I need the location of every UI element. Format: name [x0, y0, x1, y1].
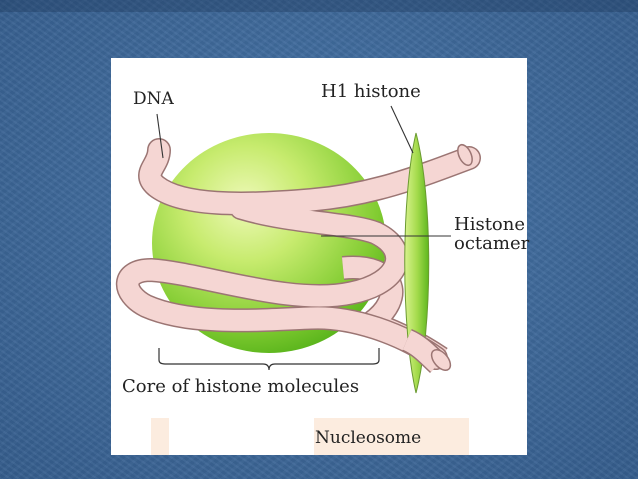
dna-tail-upper — [457, 143, 473, 167]
dna-label: DNA — [133, 89, 174, 109]
caption-nucleosome: Nucleosome — [315, 428, 422, 448]
leader-h1 — [390, 105, 414, 154]
leader-dna — [156, 113, 164, 159]
h1-histone-lens — [404, 132, 430, 394]
caption-highlight — [314, 418, 469, 455]
caption-box: Nucleosome — [151, 418, 469, 455]
histone-octamer-label: Histone octamer — [454, 214, 530, 254]
histone-octamer-label-line1: Histone — [454, 214, 526, 235]
core-label: Core of histone molecules — [122, 376, 360, 397]
nucleosome-diagram — [115, 105, 481, 394]
h1-histone-label: H1 histone — [321, 81, 421, 102]
caption-stripe — [151, 418, 169, 455]
nucleosome-figure: DNA H1 histone Histone octamer Core of h… — [111, 58, 530, 455]
slide-top-strip — [0, 0, 638, 12]
core-bracket — [158, 348, 380, 371]
histone-octamer-label-line2: octamer — [454, 232, 530, 254]
